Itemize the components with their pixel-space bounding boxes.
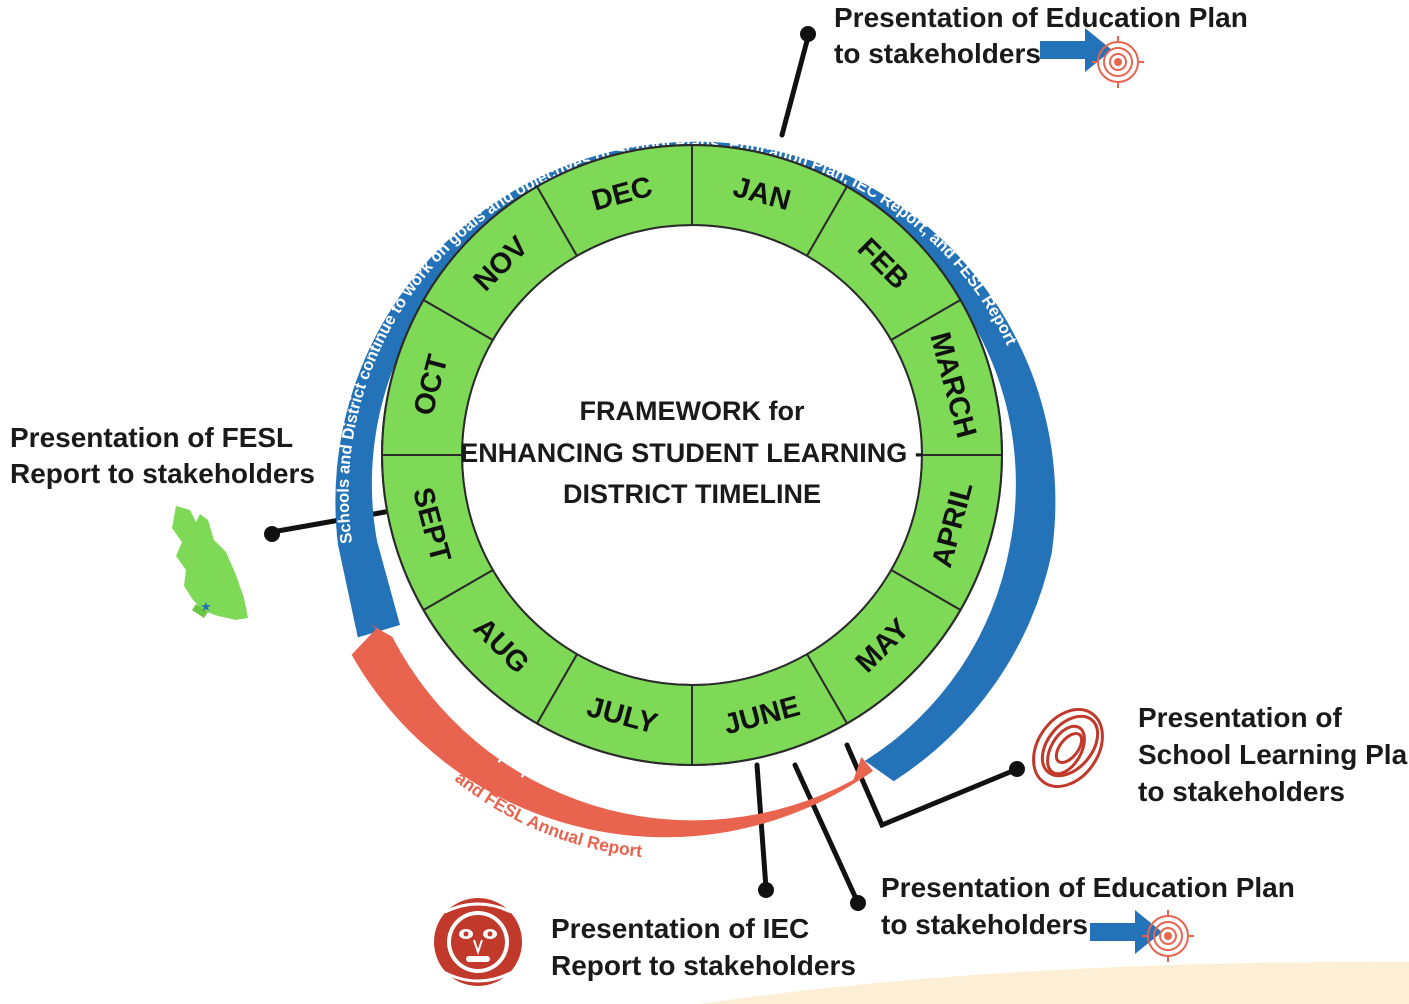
bc-map-icon: ★ bbox=[172, 506, 248, 620]
arrow-right-icon bbox=[1090, 910, 1162, 954]
callout-school-plans-line2: School Learning Plans bbox=[1138, 739, 1409, 770]
spiral-icon bbox=[1032, 708, 1104, 788]
leader-iec bbox=[754, 762, 769, 891]
callout-school-plans: Presentation of School Learning Plans to… bbox=[1138, 702, 1409, 807]
leader-edu-plan-top bbox=[779, 34, 811, 138]
callout-fesl-line2: Report to stakeholders bbox=[10, 458, 315, 489]
callout-edu-plan-top-line2: to stakeholders bbox=[834, 38, 1041, 69]
indigenous-mask-icon bbox=[434, 898, 522, 986]
callout-edu-plan-bottom-line2: to stakeholders bbox=[881, 909, 1088, 940]
month-ring-outline bbox=[381, 144, 1003, 766]
center-line-1: FRAMEWORK for bbox=[580, 396, 805, 426]
callout-fesl: Presentation of FESL Report to stakehold… bbox=[10, 422, 315, 489]
callout-edu-plan-top-line1: Presentation of Education Plan bbox=[834, 2, 1248, 33]
callout-edu-plan-bottom: Presentation of Education Plan to stakeh… bbox=[881, 872, 1295, 940]
leader-dots bbox=[264, 26, 1025, 911]
callout-school-plans-line3: to stakeholders bbox=[1138, 776, 1345, 807]
center-line-2: ENHANCING STUDENT LEARNING - bbox=[460, 438, 924, 468]
dot-edu-plan-bottom bbox=[850, 895, 866, 911]
svg-text:★: ★ bbox=[200, 600, 212, 615]
callout-fesl-line1: Presentation of FESL bbox=[10, 422, 293, 453]
center-line-3: DISTRICT TIMELINE bbox=[563, 479, 821, 509]
dot-school-plans bbox=[1009, 761, 1025, 777]
target-icon bbox=[1092, 36, 1144, 88]
dot-edu-plan-top bbox=[800, 26, 816, 42]
callout-iec: Presentation of IEC Report to stakeholde… bbox=[551, 913, 856, 981]
dot-fesl bbox=[264, 526, 280, 542]
callout-school-plans-line1: Presentation of bbox=[1138, 702, 1342, 733]
leader-edu-plan-bottom bbox=[792, 762, 861, 906]
callout-iec-line2: Report to stakeholders bbox=[551, 950, 856, 981]
red-arc bbox=[351, 624, 874, 838]
center-title: FRAMEWORK for ENHANCING STUDENT LEARNING… bbox=[460, 396, 924, 509]
callout-edu-plan-top: Presentation of Education Plan to stakeh… bbox=[834, 2, 1248, 69]
background-wave bbox=[700, 961, 1409, 1004]
dot-iec bbox=[758, 882, 774, 898]
callout-iec-line1: Presentation of IEC bbox=[551, 913, 809, 944]
callout-edu-plan-bottom-line1: Presentation of Education Plan bbox=[881, 872, 1295, 903]
month-ring: JANFEBMARCHAPRILMAYJUNEJULYAUGSEPTOCTNOV… bbox=[380, 143, 1004, 767]
target-icon bbox=[1142, 910, 1194, 962]
